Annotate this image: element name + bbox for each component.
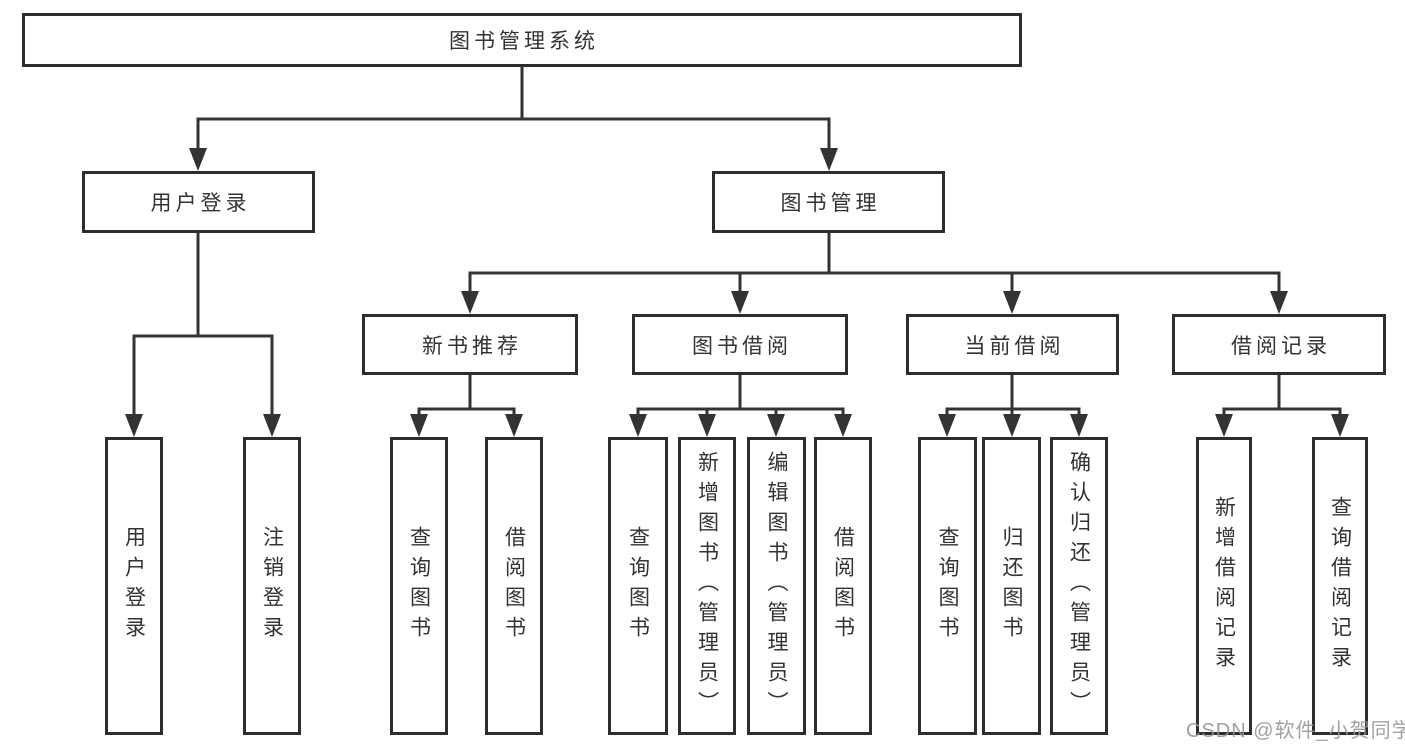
leaf-return-books: 归还图书 (982, 437, 1041, 735)
leaf-add-books-admin-label: 新增图书（管理员） (695, 451, 719, 721)
leaf-logout-label: 注销登录 (260, 526, 284, 646)
leaf-borrow-books-borrowing: 借阅图书 (814, 437, 872, 735)
leaf-query-books-current-label: 查询图书 (936, 526, 959, 646)
leaf-borrow-books-recommend: 借阅图书 (485, 437, 543, 735)
node-library-system: 图书管理系统 (22, 13, 1022, 67)
node-book-borrowing: 图书借阅 (632, 314, 848, 375)
leaf-query-books-borrowing-label: 查询图书 (626, 526, 650, 646)
node-book-management: 图书管理 (712, 171, 945, 233)
leaf-add-books-admin: 新增图书（管理员） (678, 437, 736, 735)
leaf-confirm-return-admin-label: 确认归还（管理员） (1067, 451, 1091, 721)
leaf-confirm-return-admin: 确认归还（管理员） (1050, 437, 1108, 735)
arrowhead-icons (125, 148, 1349, 437)
leaf-user-login: 用户登录 (105, 437, 163, 735)
leaf-query-borrow-record-label: 查询借阅记录 (1328, 496, 1352, 676)
watermark: CSDN @软件_小贺同学 (1186, 720, 1405, 742)
leaf-add-borrow-record: 新增借阅记录 (1196, 437, 1252, 735)
leaf-user-login-label: 用户登录 (122, 526, 146, 646)
leaf-borrow-books-recommend-label: 借阅图书 (502, 526, 526, 646)
node-user-login: 用户登录 (82, 171, 315, 233)
leaf-return-books-label: 归还图书 (1000, 526, 1023, 646)
leaf-add-borrow-record-label: 新增借阅记录 (1212, 496, 1236, 676)
leaf-query-books-current: 查询图书 (918, 437, 977, 735)
node-borrowing-records: 借阅记录 (1172, 314, 1386, 375)
leaf-borrow-books-borrowing-label: 借阅图书 (831, 526, 855, 646)
leaf-query-books-borrowing: 查询图书 (608, 437, 668, 735)
leaf-query-books-recommend: 查询图书 (390, 437, 448, 735)
node-new-book-recommend: 新书推荐 (362, 314, 578, 375)
leaf-edit-books-admin: 编辑图书（管理员） (747, 437, 806, 735)
leaf-query-borrow-record: 查询借阅记录 (1312, 437, 1368, 735)
leaf-query-books-recommend-label: 查询图书 (407, 526, 431, 646)
node-current-borrowing: 当前借阅 (906, 314, 1119, 375)
leaf-logout: 注销登录 (243, 437, 301, 735)
leaf-edit-books-admin-label: 编辑图书（管理员） (765, 451, 788, 721)
